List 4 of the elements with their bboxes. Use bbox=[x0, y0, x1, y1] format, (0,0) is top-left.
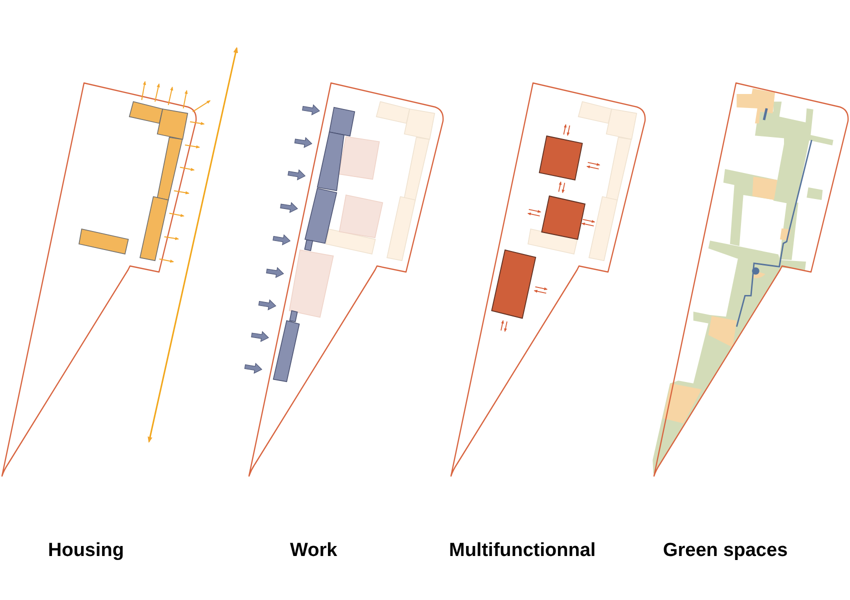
panel-title: Work bbox=[290, 541, 338, 560]
panel-title: Green spaces bbox=[663, 541, 788, 560]
panel-title: Housing bbox=[48, 541, 124, 560]
panel-title: Multifunctionnal bbox=[449, 541, 596, 560]
